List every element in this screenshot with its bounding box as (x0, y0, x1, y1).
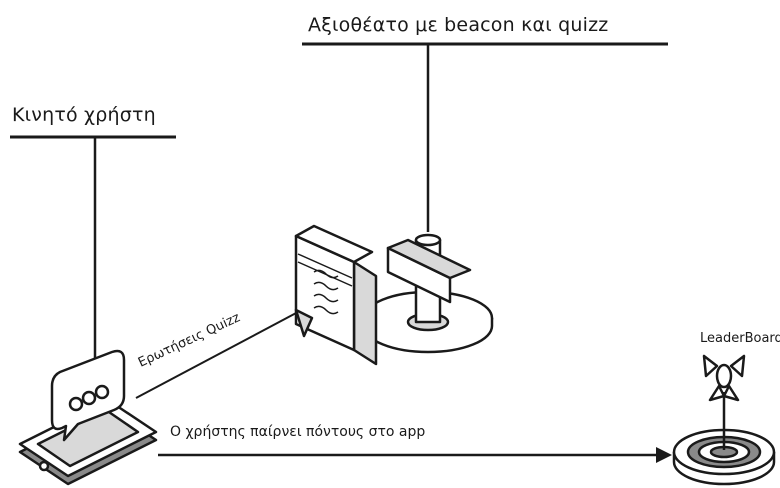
landmark-label: Αξιοθέατο με beacon και quizz (308, 14, 609, 36)
points-arrow (158, 447, 672, 463)
quiz-connection-line (135, 311, 299, 399)
phone-label: Κινητό χρήστη (12, 104, 156, 126)
leaderboard-label: LeaderBoard (700, 331, 780, 346)
beacon-signpost-icon (362, 233, 494, 354)
smartphone-chat-icon (18, 349, 158, 486)
quiz-document-icon (294, 224, 378, 366)
points-label: Ο χρήστης παίρνει πόντους στο app (170, 424, 426, 440)
leaderboard-target-icon (672, 354, 776, 486)
